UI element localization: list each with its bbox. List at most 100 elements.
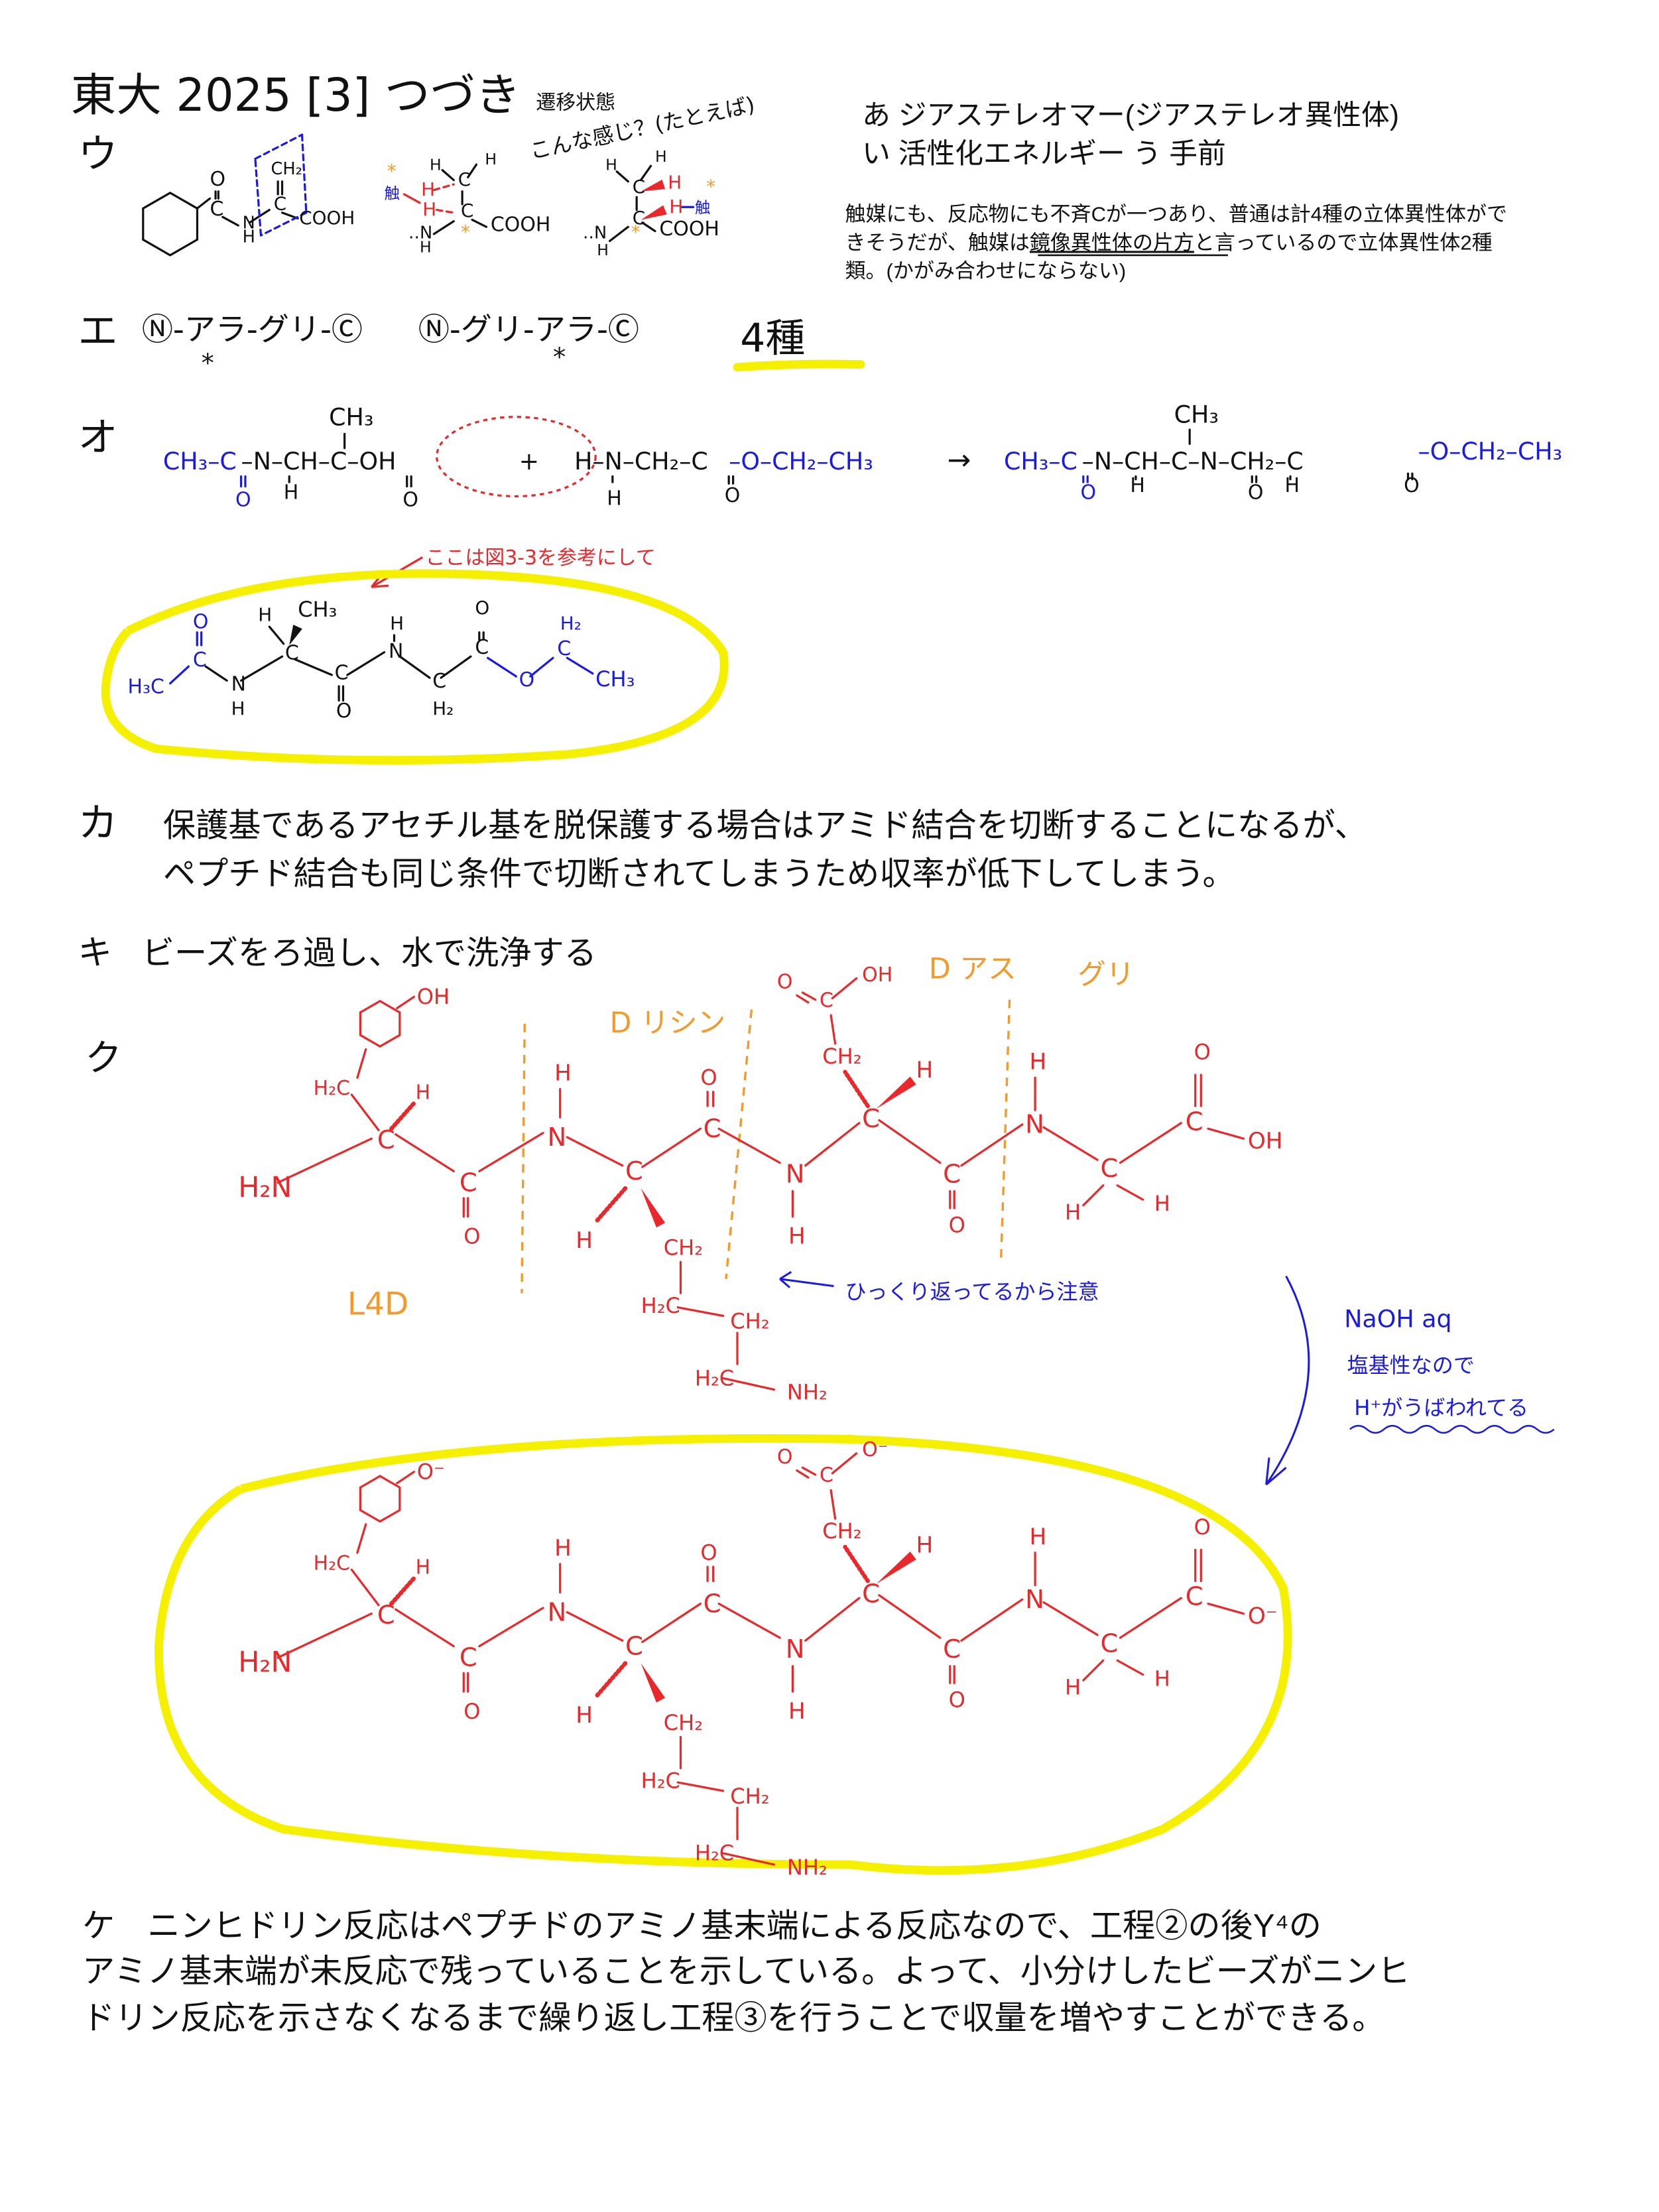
atom-label: H₂N <box>238 1171 292 1204</box>
wedge-bond <box>641 205 667 220</box>
atom-label: ‥N <box>583 223 607 243</box>
atom-label: CH₂ <box>730 1309 769 1334</box>
bond <box>346 651 386 676</box>
naoh-label: NaOH aq <box>1344 1305 1451 1333</box>
atom-label: C <box>820 989 833 1012</box>
transition-state-label: 遷移状態 <box>536 92 615 114</box>
atom-label: H <box>668 171 682 193</box>
bond <box>878 1594 942 1639</box>
atom-label: + <box>519 447 539 475</box>
atom-label: CH₂ <box>664 1710 703 1735</box>
bond <box>1207 1602 1245 1615</box>
bond <box>478 1607 544 1648</box>
atom-label: N <box>1025 1585 1044 1615</box>
atom-label: 触 <box>385 184 400 202</box>
atom-label: CH₃ <box>1174 400 1219 428</box>
highlight-underline <box>733 359 865 372</box>
segment-d-asp: D アス <box>929 953 1016 986</box>
atom-label: N <box>547 1123 566 1152</box>
atom-label: C <box>377 1125 395 1155</box>
proton-note: H⁺がうばわれてる <box>1354 1395 1528 1420</box>
atom-label: * <box>631 221 641 243</box>
atom-label: H₃C <box>127 676 164 699</box>
wedge-bond <box>876 1551 916 1584</box>
label-o: オ <box>78 414 118 461</box>
atom-label: NH₂ <box>787 1380 828 1405</box>
atom-label: O <box>725 484 741 507</box>
atom-label: O⁻ <box>1248 1603 1278 1630</box>
atom-label: H <box>669 196 683 217</box>
residue-divider <box>521 1023 526 1294</box>
atom-label: C <box>625 1156 643 1186</box>
atom-label: N <box>786 1634 805 1664</box>
atom-label: H <box>231 698 245 719</box>
atom-label: O <box>402 488 418 511</box>
atom-label: H <box>420 238 432 257</box>
wedge-bond <box>876 1076 916 1109</box>
atom-label: –O–CH₂–CH₃ <box>729 447 873 475</box>
bond <box>221 215 239 227</box>
atom-label: H <box>554 1535 572 1562</box>
atom-label: H–N–CH₂–C <box>574 447 708 475</box>
bond <box>1082 1184 1105 1207</box>
label-ku: ク <box>85 1037 122 1080</box>
atom-label: CH₃–C <box>163 447 237 475</box>
atom-label: H <box>1065 1199 1081 1225</box>
bond <box>402 193 421 204</box>
wedge-bond <box>641 179 666 192</box>
atom-label: CH₂ <box>822 1044 861 1069</box>
atom-label: N <box>231 672 246 696</box>
atom-label: COOH <box>659 217 719 241</box>
benzene-ring <box>359 1475 401 1523</box>
atom-label: O <box>463 1223 480 1249</box>
segment-l4d: L4D <box>347 1286 408 1322</box>
atom-label: H <box>916 1532 933 1559</box>
bond <box>436 208 455 214</box>
atom-label: O <box>1248 481 1264 505</box>
atom-label: C <box>460 1643 477 1673</box>
atom-label: OH <box>417 984 450 1009</box>
bond <box>717 1127 781 1164</box>
flip-note: ひっくり返ってるから注意 <box>845 1279 1099 1304</box>
atom-label: H <box>1065 1674 1081 1699</box>
bond <box>432 219 455 235</box>
bond <box>717 1602 781 1639</box>
atom-label: CH₂ <box>271 159 302 179</box>
bond <box>960 1598 1024 1642</box>
chiral-star-1: * <box>202 348 214 378</box>
bond <box>440 655 472 679</box>
atom-label: CH₃ <box>329 403 373 432</box>
atom-label: COOH <box>299 207 355 229</box>
atom-label: H <box>597 241 609 259</box>
atom-label: H <box>1154 1666 1170 1691</box>
residue-dividers <box>521 999 1011 1294</box>
bond <box>396 995 416 1010</box>
note-line-2-post: と言っているので立体異性体2種 <box>1194 231 1493 254</box>
bond <box>641 1602 702 1643</box>
atom-label: N <box>389 640 403 663</box>
atom-label: H <box>416 1556 431 1579</box>
atom-label: C <box>943 1634 961 1664</box>
bond <box>396 1471 416 1485</box>
atom-label: H <box>1284 474 1300 497</box>
chiral-star-2: * <box>553 343 566 373</box>
atom-label: H₂C <box>695 1365 734 1390</box>
bond <box>239 655 284 682</box>
benzene-ring <box>142 191 199 257</box>
atom-label: H <box>1030 1524 1047 1550</box>
atom-label: OH <box>862 963 892 987</box>
atom-label: C <box>1100 1154 1118 1184</box>
atom-label: –N–CH–C–N–CH₂–C <box>1082 447 1304 475</box>
atom-label: C <box>625 1632 643 1662</box>
bond <box>1119 1597 1182 1639</box>
bond <box>276 1137 373 1184</box>
flip-arrow <box>779 1270 834 1288</box>
atom-label: H <box>243 227 255 247</box>
atom-label: H₂C <box>314 1552 350 1575</box>
atom-label: H₂N <box>238 1646 292 1679</box>
atom-label: O <box>777 1445 793 1469</box>
